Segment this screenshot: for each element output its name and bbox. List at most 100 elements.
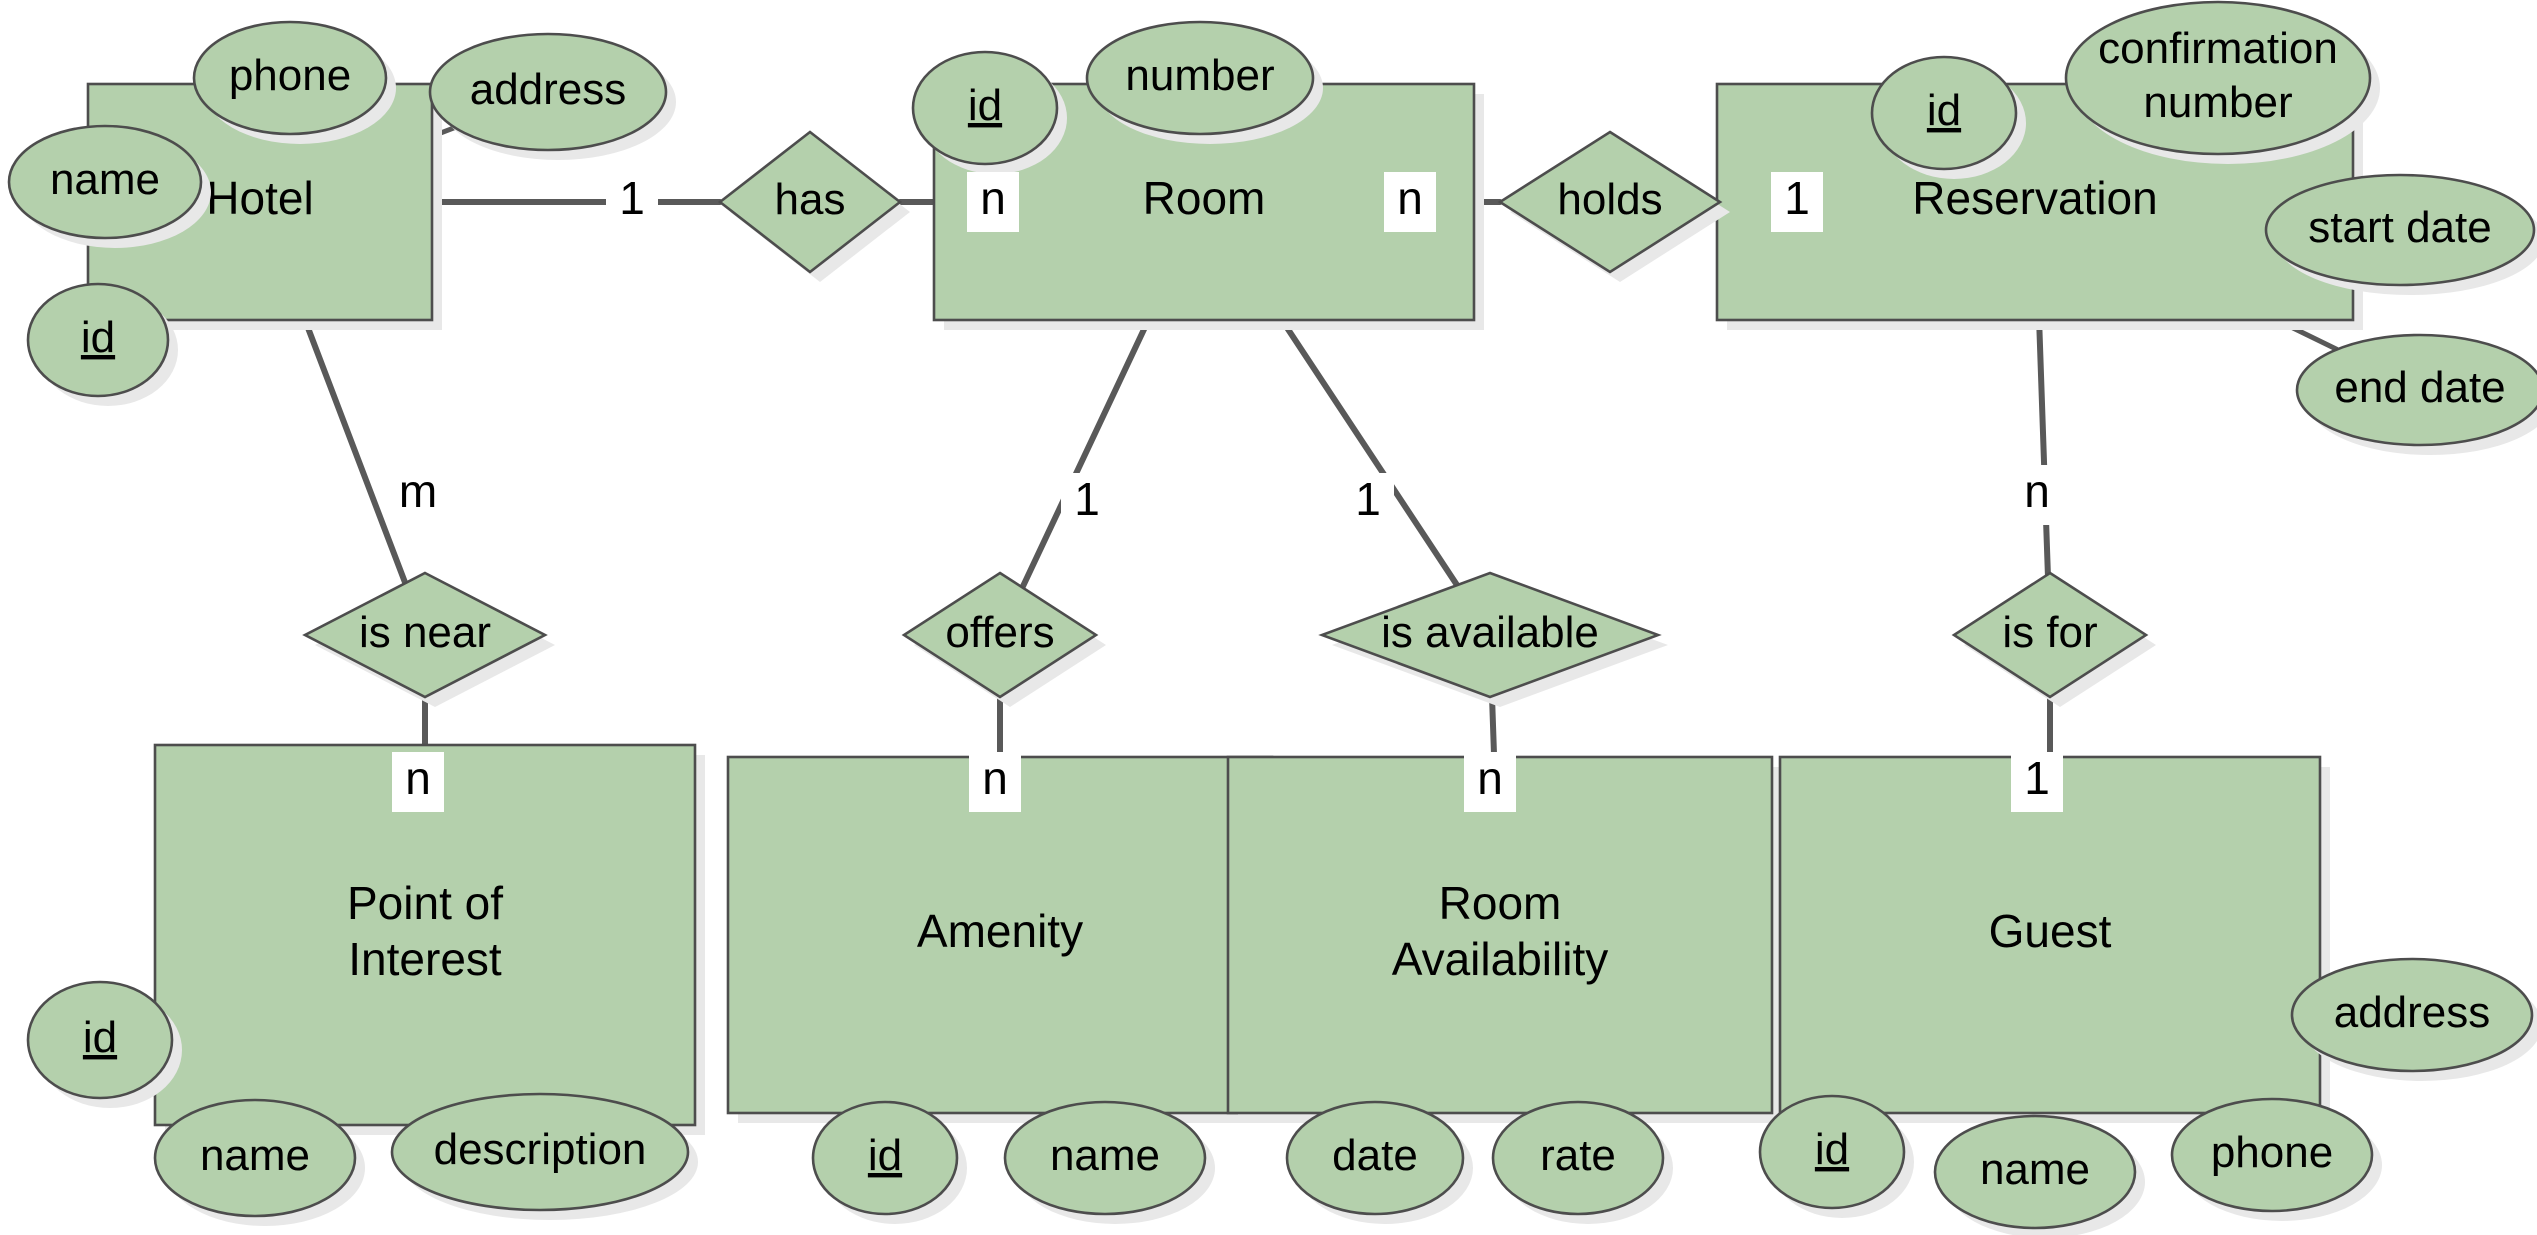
relationship-diamond[interactable]	[302, 571, 548, 699]
attribute-hotel-address[interactable]: address	[428, 32, 676, 160]
attribute-label-primary-key: id	[868, 1131, 902, 1180]
attribute-amenity-name[interactable]: name	[1003, 1100, 1215, 1224]
entity-label: Room	[1143, 172, 1266, 224]
attribute-guest-phone[interactable]: phone	[2170, 1097, 2382, 1221]
cardinality-halo	[1384, 172, 1436, 232]
attribute-poi-id[interactable]: id	[26, 980, 182, 1108]
attribute-label-primary-key: id	[1927, 86, 1961, 135]
cardinality-label: n	[980, 172, 1006, 224]
relationship-is-near[interactable]: is near	[302, 571, 555, 707]
attribute-ellipse[interactable]	[1085, 20, 1315, 136]
attribute-ellipse-primary-key[interactable]	[26, 282, 170, 398]
attribute-ellipse[interactable]	[428, 32, 668, 152]
cardinality-card-isnear-poi: n	[392, 752, 444, 812]
attribute-label: number	[1125, 51, 1274, 100]
attribute-ra-date[interactable]: date	[1285, 1100, 1473, 1224]
relationship-diamond[interactable]	[1497, 130, 1723, 274]
attribute-room-id[interactable]: id	[911, 50, 1067, 174]
attribute-ellipse[interactable]	[2264, 173, 2536, 287]
attribute-guest-address[interactable]: address	[2290, 957, 2537, 1081]
relationship-is-for[interactable]: is for	[1951, 571, 2156, 707]
attribute-label: phone	[2211, 1128, 2333, 1177]
attribute-ellipse[interactable]	[2170, 1097, 2374, 1213]
attribute-label-primary-key: id	[1815, 1125, 1849, 1174]
attribute-poi-name[interactable]: name	[153, 1098, 365, 1226]
attribute-label: name	[200, 1131, 310, 1180]
attribute-ellipse[interactable]	[2290, 957, 2534, 1073]
cardinality-card-isfor-guest: 1	[2011, 752, 2063, 812]
relationship-diamond[interactable]	[1951, 571, 2149, 699]
relationship-diamond[interactable]	[901, 571, 1099, 699]
attribute-ra-rate[interactable]: rate	[1491, 1100, 1673, 1224]
cardinality-card-room-holds: n	[1384, 172, 1436, 232]
cardinality-halo	[969, 752, 1021, 812]
entity-box[interactable]	[1778, 755, 2322, 1115]
attribute-label: end date	[2334, 363, 2505, 412]
attribute-label-primary-key: id	[81, 313, 115, 362]
attribute-ellipse[interactable]	[2295, 333, 2537, 447]
cardinality-label: 1	[1784, 172, 1810, 224]
cardinality-label: n	[2024, 465, 2050, 517]
entity-label: Hotel	[206, 172, 313, 224]
relationship-holds[interactable]: holds	[1497, 130, 1730, 282]
attribute-ellipse[interactable]	[153, 1098, 357, 1218]
attribute-label: name	[1050, 1131, 1160, 1180]
entity-box[interactable]	[726, 755, 1274, 1115]
attribute-res-startdate[interactable]: start date	[2264, 173, 2537, 295]
relationship-is-available[interactable]: is available	[1318, 571, 1668, 707]
attribute-ellipse-primary-key[interactable]	[26, 980, 174, 1100]
cardinality-halo	[392, 752, 444, 812]
attribute-label: rate	[1540, 1131, 1616, 1180]
entity-label: Reservation	[1912, 172, 2157, 224]
relationship-diamond[interactable]	[717, 130, 903, 274]
entity-box[interactable]	[1226, 755, 1774, 1115]
cardinality-label: n	[405, 752, 431, 804]
attribute-label-primary-key: id	[83, 1013, 117, 1062]
attribute-ellipse[interactable]	[1285, 1100, 1465, 1216]
attribute-ellipse-primary-key[interactable]	[911, 50, 1059, 166]
relationship-label: holds	[1557, 175, 1662, 224]
cardinality-card-has-room: n	[967, 172, 1019, 232]
entity-label: Amenity	[917, 905, 1083, 957]
attribute-guest-id[interactable]: id	[1758, 1094, 1914, 1218]
connection-line	[1278, 317, 1461, 589]
cardinality-label: 1	[1074, 473, 1100, 525]
entity-amenity[interactable]: Amenity	[726, 755, 1282, 1123]
attribute-ellipse[interactable]	[192, 20, 388, 136]
attribute-ellipse-primary-key[interactable]	[1758, 1094, 1906, 1210]
attribute-room-number[interactable]: number	[1085, 20, 1323, 144]
attribute-guest-name[interactable]: name	[1933, 1114, 2145, 1235]
attribute-ellipse-primary-key[interactable]	[1870, 55, 2018, 171]
relationship-diamond[interactable]	[1318, 571, 1662, 699]
cardinality-halo	[392, 465, 444, 525]
attribute-poi-description[interactable]: description	[390, 1092, 698, 1220]
attribute-label-primary-key: id	[968, 81, 1002, 130]
attribute-amenity-id[interactable]: id	[811, 1100, 967, 1224]
attribute-hotel-phone[interactable]: phone	[192, 20, 396, 144]
cardinality-card-offers-amenity: n	[969, 752, 1021, 812]
cardinality-card-room-isavailable: 1	[1342, 473, 1394, 533]
cardinality-halo	[2011, 465, 2063, 525]
attribute-hotel-id[interactable]: id	[26, 282, 178, 406]
cardinality-halo	[967, 172, 1019, 232]
attribute-ellipse[interactable]	[390, 1092, 690, 1212]
attribute-label: name	[50, 155, 160, 204]
attribute-ellipse-primary-key[interactable]	[811, 1100, 959, 1216]
relationship-has[interactable]: has	[717, 130, 910, 282]
attribute-ellipse[interactable]	[1003, 1100, 1207, 1216]
attribute-hotel-name[interactable]: name	[7, 124, 211, 248]
entity-guest[interactable]: Guest	[1778, 755, 2330, 1123]
attribute-res-enddate[interactable]: end date	[2295, 333, 2537, 455]
relationship-offers[interactable]: offers	[901, 571, 1106, 707]
attribute-ellipse[interactable]	[2064, 0, 2372, 156]
attribute-ellipse[interactable]	[1491, 1100, 1665, 1216]
attribute-ellipse[interactable]	[7, 124, 203, 240]
cardinality-label: 1	[1355, 473, 1381, 525]
attribute-res-id[interactable]: id	[1870, 55, 2026, 179]
attribute-ellipse[interactable]	[1933, 1114, 2137, 1230]
cardinality-label: n	[982, 752, 1008, 804]
